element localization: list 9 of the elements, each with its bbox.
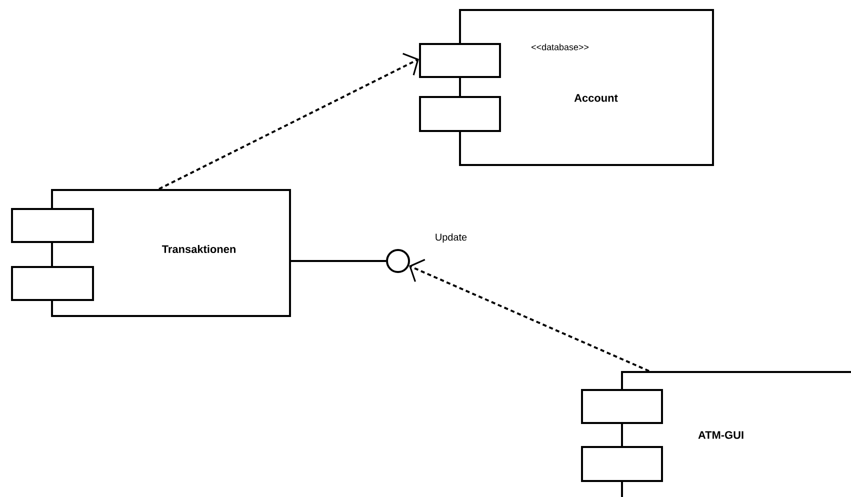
dependency-arrow [409,258,650,372]
component-box: ATM-GUI [581,371,851,497]
interface-circle [386,249,410,273]
interface-label: Update [436,233,467,243]
component-box: Transaktionen [11,189,291,317]
connector-line [291,260,386,262]
dependency-arrow [158,52,419,190]
component-box: <<database>> Account [419,9,714,166]
node-label: ATM-GUI [698,431,744,439]
